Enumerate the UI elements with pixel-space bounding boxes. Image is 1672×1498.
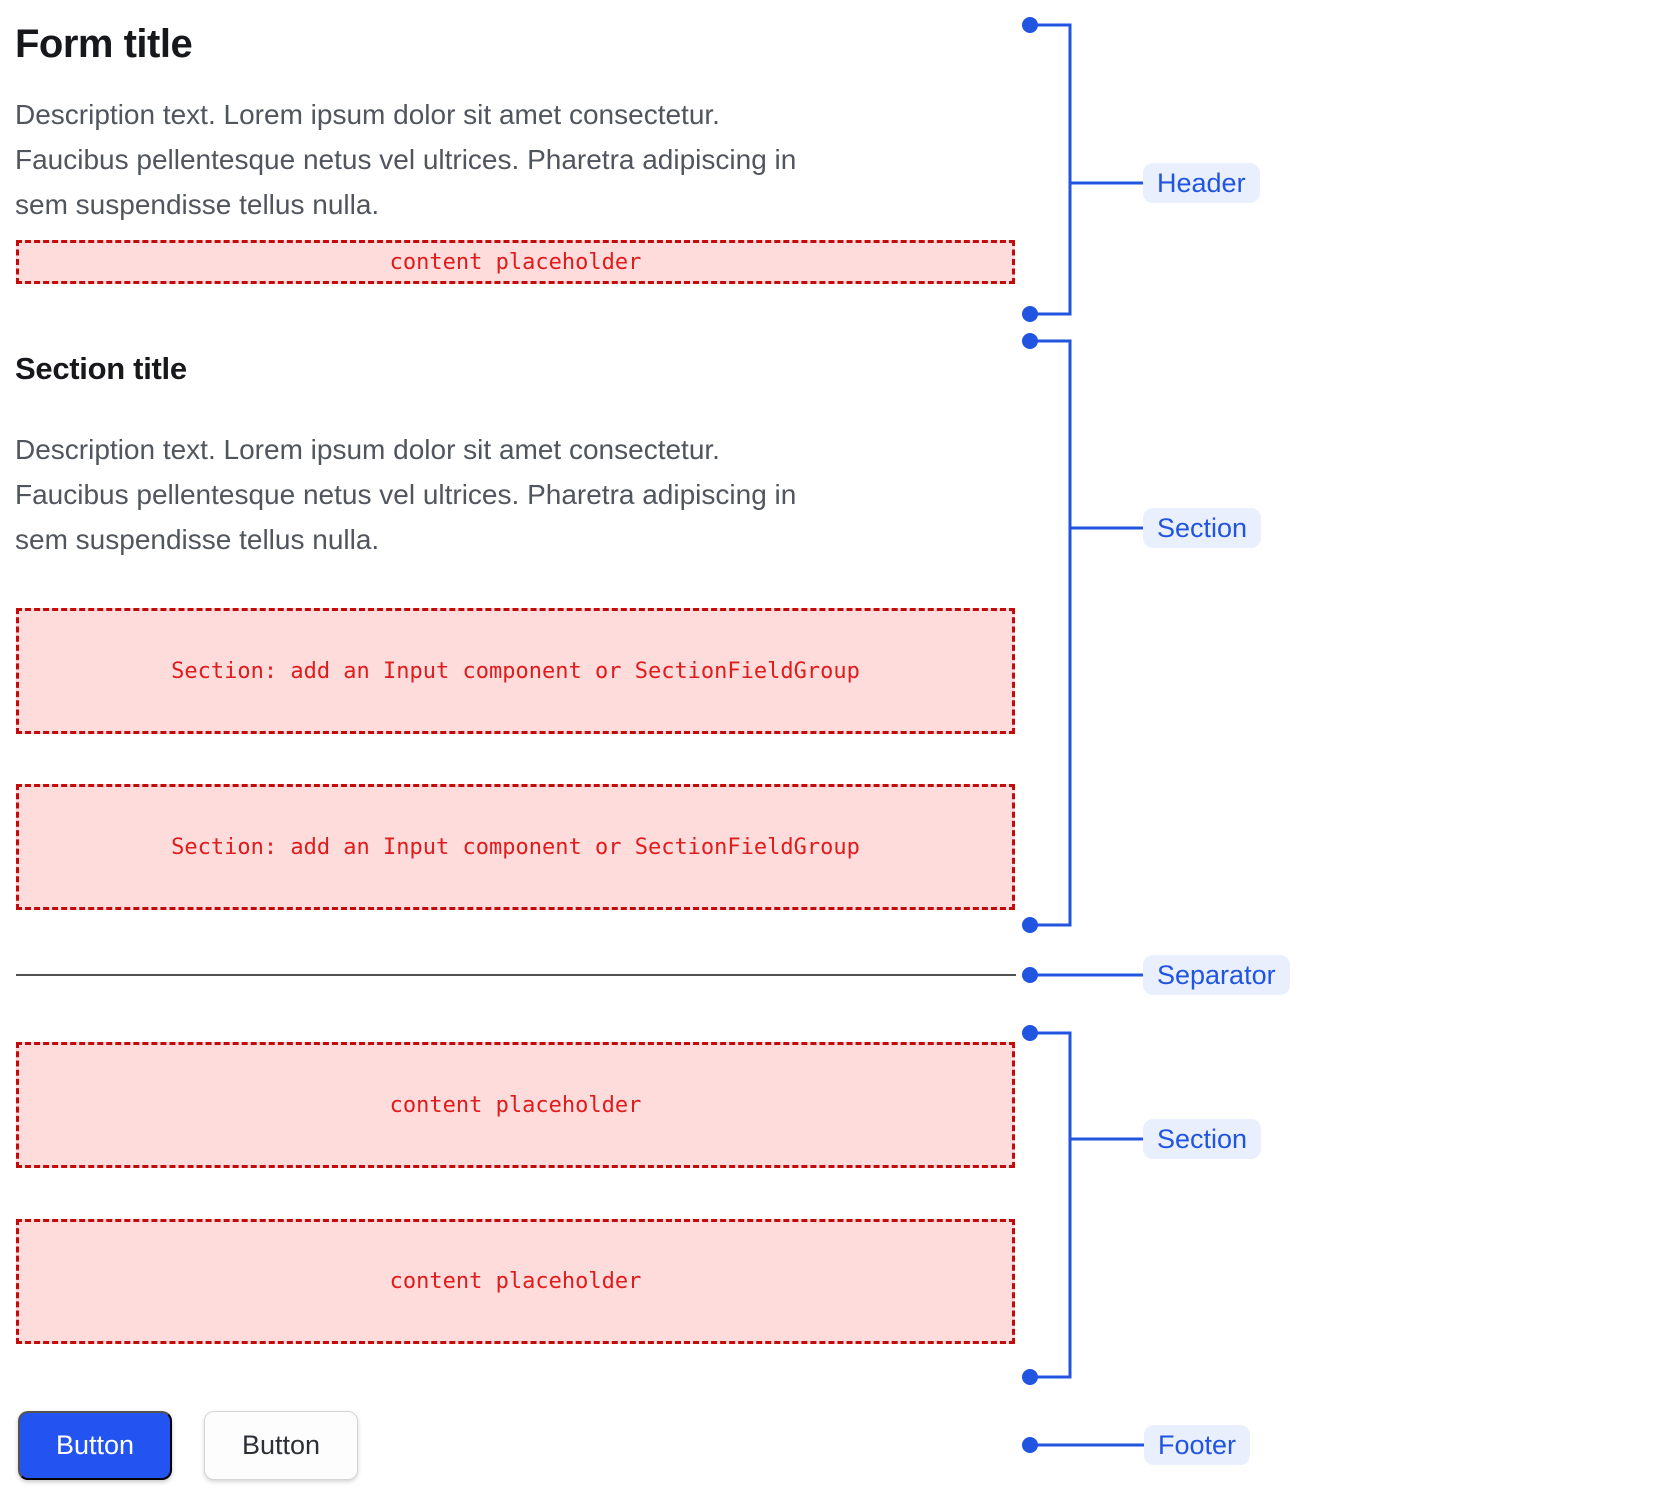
header-label-pill: Header	[1143, 163, 1260, 203]
section-content-placeholder-text: content placeholder	[389, 1092, 642, 1118]
section-label-pill: Section	[1143, 508, 1262, 548]
separator-dot	[1022, 967, 1038, 983]
section-content-placeholder: content placeholder	[16, 1219, 1015, 1344]
header-top-dot	[1022, 17, 1038, 33]
form-title: Form title	[15, 22, 193, 66]
section1-bottom-dot	[1022, 917, 1038, 933]
separator-line	[16, 974, 1016, 976]
header-bracket-line	[1030, 23, 1072, 316]
section-label-pill: Section	[1143, 1119, 1262, 1159]
header-bottom-dot	[1022, 306, 1038, 322]
footer-dot	[1022, 1437, 1038, 1453]
section-input-placeholder-text: Section: add an Input component or Secti…	[171, 658, 860, 684]
section-input-placeholder: Section: add an Input component or Secti…	[16, 784, 1015, 910]
separator-label-pill: Separator	[1143, 955, 1290, 995]
form-description: Description text. Lorem ipsum dolor sit …	[15, 99, 797, 220]
section2-bracket-line	[1030, 1031, 1072, 1379]
section2-top-dot	[1022, 1025, 1038, 1041]
section-title: Section title	[15, 351, 187, 386]
section-description: Description text. Lorem ipsum dolor sit …	[15, 434, 797, 555]
section-input-placeholder: Section: add an Input component or Secti…	[16, 608, 1015, 734]
primary-button[interactable]: Button	[18, 1411, 172, 1480]
section-content-placeholder: content placeholder	[16, 1042, 1015, 1168]
section1-top-dot	[1022, 333, 1038, 349]
section-content-placeholder-text: content placeholder	[389, 1269, 642, 1294]
section1-bracket-line	[1030, 339, 1072, 927]
header-content-placeholder: content placeholder	[16, 240, 1015, 284]
section2-bottom-dot	[1022, 1369, 1038, 1385]
secondary-button[interactable]: Button	[204, 1411, 358, 1480]
section-input-placeholder-text: Section: add an Input component or Secti…	[171, 834, 860, 860]
header-content-placeholder-text: content placeholder	[389, 249, 642, 275]
footer-label-pill: Footer	[1144, 1425, 1251, 1465]
